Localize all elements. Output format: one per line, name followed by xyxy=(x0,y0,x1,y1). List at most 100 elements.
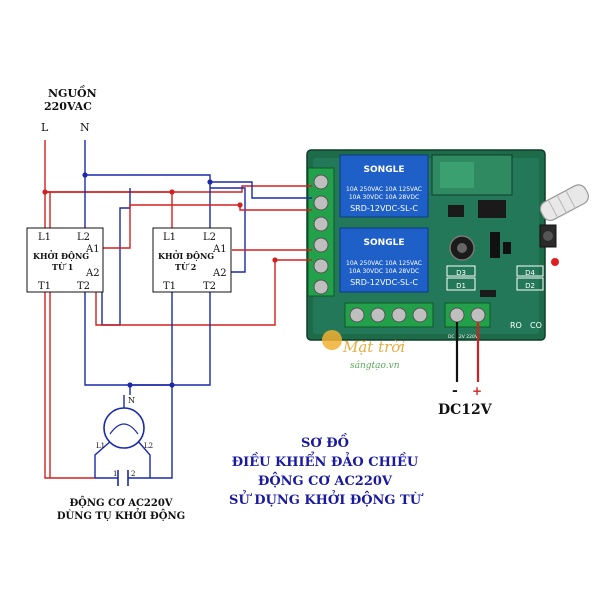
receiver-chip-area xyxy=(440,162,474,188)
label-d1: D1 xyxy=(456,282,466,290)
junctions-blue xyxy=(82,172,213,388)
component xyxy=(490,232,500,258)
wire-l-to-relay-com xyxy=(45,185,312,193)
junction-dot xyxy=(237,202,243,208)
watermark-logo: Mặt trời sángtạo.vn xyxy=(322,330,405,371)
wire-neutral xyxy=(84,140,211,228)
terminal-screw xyxy=(313,258,329,274)
terminal-screw xyxy=(313,195,329,211)
logo-subtext: sángtạo.vn xyxy=(350,360,400,371)
relay-rating-2: 10A 30VDC 10A 28VDC xyxy=(349,194,419,201)
diode-d3 xyxy=(446,265,476,277)
label-d2: D2 xyxy=(525,282,535,290)
relay-brand: SONGLE xyxy=(364,238,405,248)
motor-caption-1: ĐỘNG CƠ AC220V xyxy=(69,497,172,509)
label-d4: D4 xyxy=(525,269,535,277)
pin-l1: L1 xyxy=(38,232,51,243)
pin-a2: A2 xyxy=(85,268,100,279)
motor-pin-l1: L1 xyxy=(96,442,105,450)
contactor-body xyxy=(26,227,104,293)
wire-l-to-k2 xyxy=(45,191,173,228)
line-l-label: L xyxy=(41,121,49,134)
title-line-3: ĐỘNG CƠ AC220V xyxy=(258,472,393,489)
wire-k2-t2 xyxy=(129,292,211,395)
relay-2: SONGLE 10A 250VAC 10A 125VAC 10A 30VDC 1… xyxy=(339,227,429,293)
relay-rating-1: 10A 250VAC 10A 125VAC xyxy=(346,186,422,193)
ic-chip xyxy=(478,200,506,218)
dc-label: DC12V xyxy=(438,402,493,418)
diode-d2 xyxy=(516,277,544,291)
diode-d4 xyxy=(516,265,544,277)
component xyxy=(503,242,511,254)
relay-model: SRD-12VDC-SL-C xyxy=(350,278,418,287)
led xyxy=(551,258,559,266)
wire-k2-a2 xyxy=(210,187,246,273)
contactor-label-2: TỪ 2 xyxy=(175,262,196,272)
title-line-4: SỬ DỤNG KHỞI ĐỘNG TỪ xyxy=(229,490,424,508)
dc-minus: - xyxy=(452,383,458,399)
terminal-screw xyxy=(313,237,329,253)
motor-pin-n: N xyxy=(128,396,135,405)
diode-body xyxy=(480,290,496,297)
relay-rating-1: 10A 250VAC 10A 125VAC xyxy=(346,260,422,267)
pin-t1: T1 xyxy=(38,281,51,292)
junction-dot xyxy=(169,189,175,195)
terminal-screw xyxy=(370,307,386,323)
title-line-2: ĐIỀU KHIỂN ĐẢO CHIỀU xyxy=(232,451,419,470)
push-button-cap xyxy=(543,231,553,241)
terminal-screw xyxy=(313,216,329,232)
junction-dot xyxy=(169,382,175,388)
wire-n-to-relay xyxy=(210,181,312,199)
terminal-screw xyxy=(412,307,428,323)
cap-pin-2: 2 xyxy=(131,470,135,478)
ic-chip xyxy=(448,205,464,217)
contactor-label-1: KHỞI ĐỘNG xyxy=(33,251,89,261)
sun-icon xyxy=(322,330,342,350)
terminal-screw xyxy=(391,307,407,323)
pin-a2: A2 xyxy=(212,268,227,279)
motor-symbol: N L1 L2 1 2 xyxy=(96,395,153,486)
relay-brand: SONGLE xyxy=(364,165,405,175)
relay-module: SONGLE 10A 250VAC 10A 125VAC 10A 30VDC 1… xyxy=(306,149,589,341)
pin-a1: A1 xyxy=(212,244,227,255)
motor-icon xyxy=(103,407,145,449)
power-title-1: NGUỒN xyxy=(48,85,97,100)
diode-d1 xyxy=(446,277,476,291)
pin-l2: L2 xyxy=(77,232,90,243)
title-line-1: SƠ ĐỒ xyxy=(301,433,349,451)
wire-l-to-k1 xyxy=(45,191,51,228)
relay-1: SONGLE 10A 250VAC 10A 125VAC 10A 30VDC 1… xyxy=(339,154,429,218)
label-ro: RO xyxy=(510,321,522,330)
terminal-screw xyxy=(313,174,329,190)
motor-pin-l2: L2 xyxy=(144,442,153,450)
wire-k1-a2-relay xyxy=(95,259,312,326)
terminal-screw xyxy=(449,307,465,323)
junction-dot xyxy=(207,179,213,185)
relay-body xyxy=(339,227,429,293)
pin-t1: T1 xyxy=(163,281,176,292)
contactor-label-1: KHỞI ĐỘNG xyxy=(158,251,214,261)
contactor-1: L1 L2 A1 A2 KHỞI ĐỘNG TỪ 1 T1 T2 xyxy=(26,227,104,293)
motor-winding xyxy=(109,423,139,435)
motor-caption-2: DÙNG TỤ KHỞI ĐỘNG xyxy=(57,509,185,522)
relay-model: SRD-12VDC-SL-C xyxy=(350,204,418,213)
power-title-2: 220VAC xyxy=(44,100,92,113)
capacitor-top xyxy=(457,243,467,253)
junction-dot xyxy=(42,189,48,195)
contactor-label-2: TỪ 1 xyxy=(52,262,73,272)
junction-dot xyxy=(127,382,133,388)
dc-plus: + xyxy=(472,384,482,398)
pin-t2: T2 xyxy=(77,281,90,292)
pin-t2: T2 xyxy=(203,281,216,292)
contactor-2: L1 L2 A1 A2 KHỞI ĐỘNG TỪ 2 T1 T2 xyxy=(152,227,232,293)
wire-k1-a2 xyxy=(101,188,131,326)
pin-l1: L1 xyxy=(163,232,176,243)
wire-motor-l1 xyxy=(94,439,113,478)
pin-a1: A1 xyxy=(85,244,100,255)
pin-l2: L2 xyxy=(203,232,216,243)
relay-rating-2: 10A 30VDC 10A 28VDC xyxy=(349,268,419,275)
terminal-screw xyxy=(349,307,365,323)
junction-dot xyxy=(82,172,88,178)
